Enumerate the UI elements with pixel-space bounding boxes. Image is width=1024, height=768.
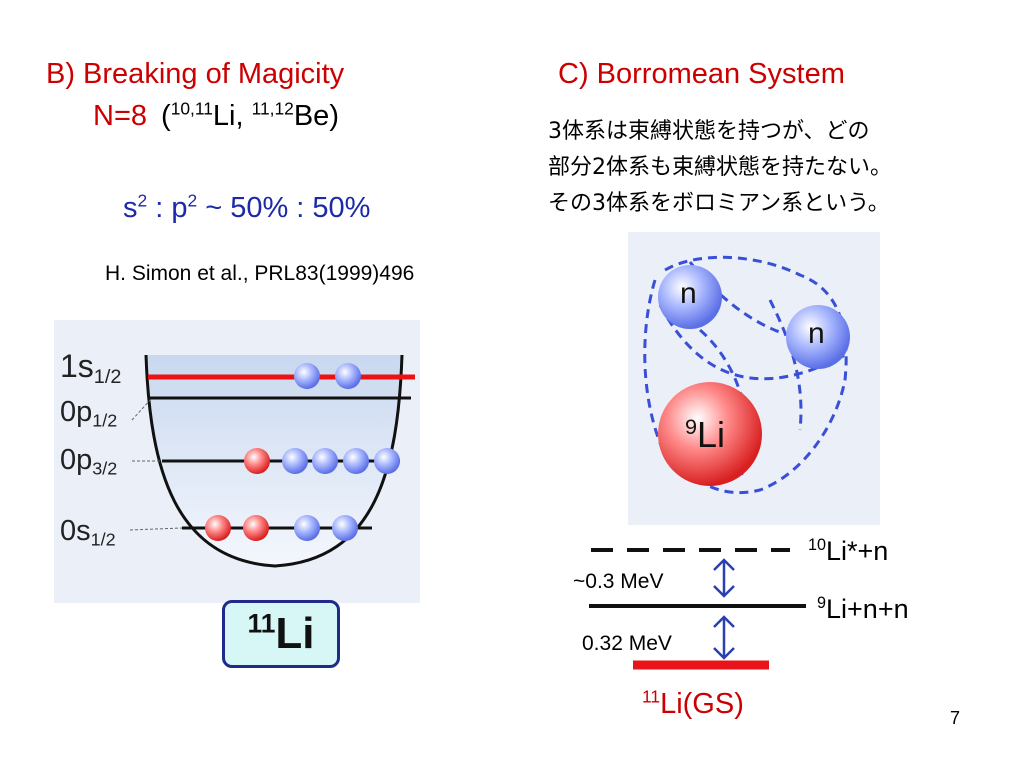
neutron-1s-1 [294,363,320,389]
li11-mass: 11 [247,608,276,639]
ratio-p-exponent: 2 [187,190,198,211]
reference-citation: H. Simon et al., PRL83(1999)496 [105,262,415,285]
ratio-percentages: ~ 50% : 50% [197,192,371,224]
borromean-li9-core [658,382,762,486]
neutron-0s-1 [294,515,320,541]
proton-0s-2 [243,515,269,541]
section-title-borromean: C) Borromean System [558,58,845,90]
be-mass-numbers: 11,12 [251,98,294,119]
ratio-s: s [123,192,138,224]
s-p-ratio: s2 : p2 ~ 50% : 50% [123,192,370,225]
label-0p-half: 0p1/2 [60,396,118,431]
label-0s-half: 0s1/2 [60,515,116,550]
neutron-1-label: n [680,277,697,310]
neutron-0p-3 [343,448,369,474]
gap-arrow-lower [713,615,735,660]
li11-nucleus-box: 11Li [222,600,340,668]
section-title-breaking-magicity: B) Breaking of Magicity [46,58,345,90]
magic-number-line: N=8 (10,11Li, 11,12Be) [93,100,339,133]
ratio-p: : p [147,192,188,224]
li-mass-numbers: 10,11 [170,98,213,119]
nuclei-open-paren: ( [161,100,171,132]
borromean-neutron-1 [658,265,722,329]
be-symbol: Be) [293,100,339,132]
proton-0s-1 [205,515,231,541]
page-number: 7 [950,708,961,728]
proton-0p-1 [244,448,270,474]
label-0p-three-half: 0p3/2 [60,444,118,479]
neutron-2-label: n [808,317,825,350]
neutron-0s-2 [332,515,358,541]
leader-0s-half [129,527,183,531]
magic-number: N=8 [93,100,148,132]
li10-threshold-label: 10Li*+n [808,536,889,566]
neutron-0p-1 [282,448,308,474]
description-line-3: その3体系をボロミアン系という。 [548,191,890,216]
gap-lower-label: 0.32 MeV [582,632,672,655]
li-symbol: Li, [212,100,252,132]
li9-core-label: 9Li [685,414,726,455]
description-line-1: 3体系は束縛状態を持つが、どの [548,119,870,144]
borromean-description: 3体系は束縛状態を持つが、どの 部分2体系も束縛状態を持たない。 その3体系をボ… [548,114,892,222]
gap-upper-label: ~0.3 MeV [573,570,664,593]
description-line-2: 部分2体系も束縛状態を持たない。 [548,155,892,180]
borromean-neutron-2 [786,305,850,369]
neutron-0p-4 [374,448,400,474]
ratio-s-exponent: 2 [137,190,148,211]
li9-threshold-label: 9Li+n+n [817,594,909,624]
neutron-1s-2 [335,363,361,389]
gap-arrow-upper [713,558,735,598]
neutron-0p-2 [312,448,338,474]
ground-state-label: 11Li(GS) [642,686,744,720]
label-1s-half: 1s1/2 [60,348,122,388]
li11-symbol: Li [275,609,315,658]
